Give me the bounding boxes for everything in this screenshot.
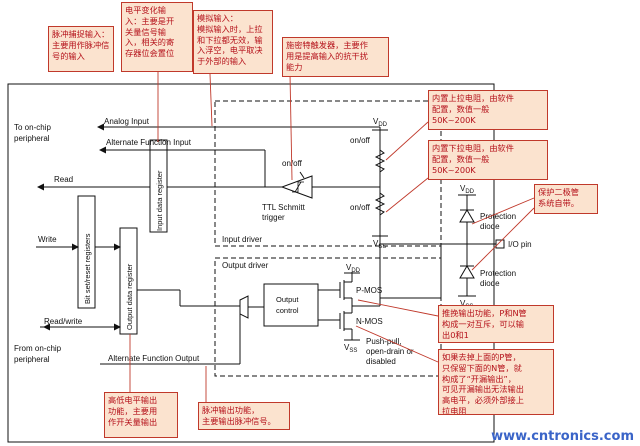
ttl-schmitt-label-1: TTL Schmitt xyxy=(262,203,306,212)
callout-line-pullup xyxy=(385,121,429,161)
pushpull-label-2: open-drain or xyxy=(366,347,414,356)
protection-diode-label-1a: Protection xyxy=(480,212,516,221)
note-schmitt: 施密特触发器，主要作 用是提高输入的抗干扰 能力 xyxy=(282,37,389,77)
write-label: Write xyxy=(38,235,57,244)
callout-line-pushpull xyxy=(357,299,439,317)
callout-line-pulldown xyxy=(385,177,429,213)
note-pulldown: 内置下拉电阻，由软件 配置，数值一般 50K~200K xyxy=(428,140,548,180)
to-onchip-label-2: peripheral xyxy=(14,134,50,143)
note-pulse-capture: 脉冲捕捉输入： 主要用作脉冲信 号的输入 xyxy=(48,26,114,72)
ttl-schmitt-label-2: trigger xyxy=(262,213,285,222)
input-data-register xyxy=(149,139,168,233)
callout-line-schmitt xyxy=(289,73,293,181)
analog-input-label: Analog Input xyxy=(104,117,150,126)
read-label: Read xyxy=(54,175,73,184)
output-data-register xyxy=(119,227,138,335)
output-control-label-1: Output xyxy=(276,295,299,304)
bit-set-reset-label: Bit set/reset registers xyxy=(83,233,92,304)
vdd-label-2: VDD xyxy=(346,263,361,274)
vdd-label-1: VDD xyxy=(373,117,388,128)
output-data-register-label: Output data register xyxy=(125,263,134,330)
pullup-resistor xyxy=(374,149,386,173)
note-pullup: 内置上拉电阻，由软件 配置，数值一般 50K~200K xyxy=(428,90,548,130)
note-analog-input: 模拟输入： 模拟输入时，上拉 和下拉都无效，输 入浮空，电平取决 于外部的输入 xyxy=(193,10,273,74)
callout-line-opendrain xyxy=(355,325,439,363)
input-driver-box xyxy=(214,100,442,247)
callout-line-protection xyxy=(471,197,535,225)
protection-diode-top xyxy=(459,209,475,223)
nmos-label: N-MOS xyxy=(356,317,383,326)
on-off-label-schmitt: on/off xyxy=(282,159,303,168)
io-pin-label: I/O pin xyxy=(508,240,532,249)
protection-diode-bottom xyxy=(459,265,475,279)
pushpull-label-3: disabled xyxy=(366,357,396,366)
callout-line-analog xyxy=(209,73,213,127)
output-driver-box xyxy=(214,257,442,377)
note-pulse-output: 脉冲输出功能， 主要输出脉冲信号。 xyxy=(198,402,290,430)
pulldown-resistor xyxy=(374,192,386,216)
note-pushpull: 推挽输出功能，P和N管 构成一对互斥，可以输 出0和1 xyxy=(438,305,554,343)
protection-diode-label-1b: diode xyxy=(480,222,500,231)
pmos-label: P-MOS xyxy=(356,286,382,295)
output-mux xyxy=(239,295,249,319)
to-onchip-label-1: To on-chip xyxy=(14,123,51,132)
read-write-label: Read/write xyxy=(44,317,83,326)
from-onchip-label-2: peripheral xyxy=(14,355,50,364)
alt-func-input-label: Alternate Function Input xyxy=(106,138,192,147)
on-off-label-pulldown: on/off xyxy=(350,203,371,212)
schmitt-trigger-symbol xyxy=(280,175,313,199)
chip-boundary xyxy=(7,83,495,443)
note-level-output: 高低电平输出 功能，主要用 作开关量输出 xyxy=(104,392,178,438)
protection-diode-label-2b: diode xyxy=(480,279,500,288)
note-protection: 保护二极管 系统自带。 xyxy=(534,184,598,214)
from-onchip-label-1: From on-chip xyxy=(14,344,62,353)
callout-line-protection-2 xyxy=(471,207,535,271)
output-control-box xyxy=(263,283,319,327)
bit-set-reset-registers xyxy=(77,195,96,309)
vss-label-2: VSS xyxy=(344,343,357,354)
note-opendrain: 如果去掉上面的P管， 只保留下面的N管，就 构成了“开漏输出”， 可见开漏输出无… xyxy=(438,349,554,415)
output-control-label-2: control xyxy=(276,306,299,315)
alt-func-output-label: Alternate Function Output xyxy=(108,354,200,363)
vss-label-1: VSS xyxy=(373,239,386,250)
output-driver-label: Output driver xyxy=(222,261,269,270)
on-off-label-pullup: on/off xyxy=(350,136,371,145)
pushpull-label-1: Push-pull, xyxy=(366,337,402,346)
watermark: www.cntronics.com xyxy=(491,429,634,444)
input-data-register-label: Input data register xyxy=(155,170,164,231)
io-pin-square xyxy=(495,239,505,249)
vdd-label-3: VDD xyxy=(460,184,475,195)
input-driver-label: Input driver xyxy=(222,235,262,244)
note-level-change: 电平变化输 入：主要是开 关量信号输 入，相关的寄 存器位会置位 xyxy=(121,2,193,72)
protection-diode-label-2a: Protection xyxy=(480,269,516,278)
